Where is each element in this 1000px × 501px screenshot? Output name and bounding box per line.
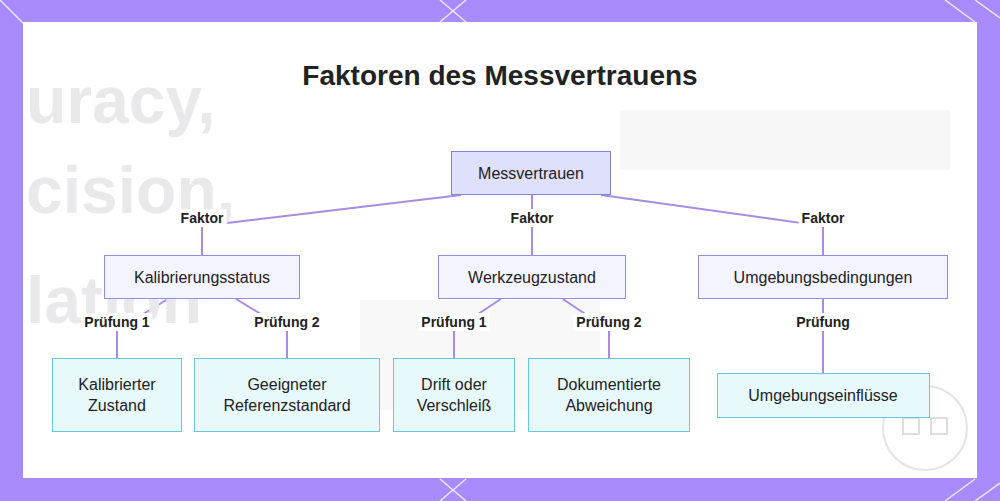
cross-line [0,0,24,24]
logo-shape [931,418,947,434]
factor-box: Werkzeugzustand [438,255,626,299]
node-text: Drift oder Verschleiß [404,374,504,416]
node-text: Messvertrauen [478,163,584,184]
cross-line [975,483,1000,501]
factor-box: Umgebungsbedingungen [698,255,948,299]
connector-line [822,299,824,373]
edge-label: Faktor [508,209,557,227]
root-box: Messvertrauen [451,151,611,195]
diagram-title: Faktoren des Messvertrauens [0,60,1000,92]
connector-line [202,195,461,255]
watermark-text: uracy, [26,62,216,138]
cross-line [945,479,975,501]
node-text: Umgebungseinflüsse [748,385,897,406]
edge-label: Prüfung 1 [81,313,152,331]
check-box: Kalibrierter Zustand [52,358,182,432]
cross-line [945,0,975,22]
node-text: Dokumentierte Abweichung [539,374,679,416]
faint-photo-panel [620,110,950,170]
node-text: Kalibrierungsstatus [134,267,270,288]
check-box: Umgebungseinflüsse [717,373,930,418]
check-box: Drift oder Verschleiß [393,358,515,432]
node-text: Kalibrierter Zustand [63,374,171,416]
edge-label: Faktor [799,209,848,227]
edge-label: Prüfung 2 [573,313,644,331]
node-text: Geeigneter Referenzstandard [205,374,369,416]
edge-label: Faktor [178,209,227,227]
edge-label: Prüfung 1 [418,313,489,331]
edge-label: Prüfung [793,313,853,331]
cross-line [975,0,1000,18]
logo-shape [903,418,919,434]
connector-line [601,195,823,255]
factor-box: Kalibrierungsstatus [104,255,300,299]
logo-icon [903,418,947,434]
cross-line [440,479,466,501]
node-text: Umgebungsbedingungen [734,267,913,288]
edge-label: Prüfung 2 [251,313,322,331]
check-box: Dokumentierte Abweichung [528,358,690,432]
node-text: Werkzeugzustand [468,267,596,288]
check-box: Geeigneter Referenzstandard [194,358,380,432]
cross-line [440,0,466,22]
cross-line [440,479,466,501]
cross-line [440,0,466,22]
